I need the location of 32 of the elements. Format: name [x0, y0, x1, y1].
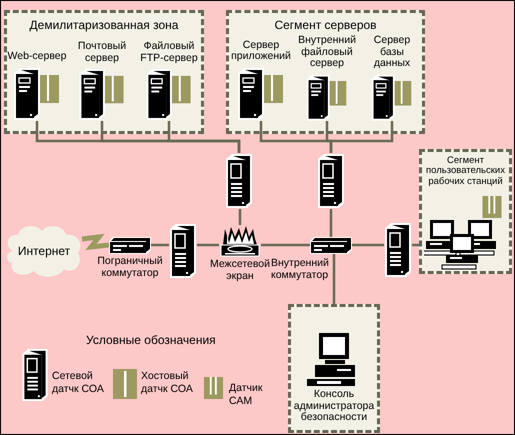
- legend-label: Хостовый датчк СОА: [141, 370, 194, 396]
- network-line: [352, 244, 384, 246]
- legend-label: Сетевой датчк СОА: [52, 370, 105, 396]
- zone-title: Консоль администратора безопасности: [292, 389, 376, 424]
- network-line: [330, 121, 394, 153]
- network-line: [412, 244, 419, 246]
- zone-title: Сегмент серверов: [273, 19, 378, 32]
- zone-title: Демилитаризованная зона: [28, 19, 180, 32]
- network-line: [238, 209, 242, 225]
- zone-box: [226, 10, 425, 134]
- lightning-link: [82, 234, 110, 250]
- server-label: Почтовый сервер: [76, 41, 128, 64]
- network-line: [151, 244, 169, 246]
- network-line: [330, 209, 332, 237]
- network-line: [261, 244, 310, 246]
- device-label: Пограничный коммутатор: [96, 256, 164, 280]
- server-label: Внутренний файловый сервер: [297, 35, 357, 70]
- server-label: Сервер базы данных: [372, 35, 412, 70]
- server-label: Файловый FTP-сервер: [139, 41, 199, 64]
- network-line: [332, 254, 336, 304]
- zone-title: Сегмент пользовательских рабочих станций: [425, 156, 506, 188]
- zone-box: [288, 304, 380, 433]
- cloud-label: Интернет: [18, 244, 70, 258]
- device-label: Внутренний коммутатор: [271, 258, 330, 282]
- zone-box: [4, 10, 204, 134]
- server-label: Сервер приложений: [230, 40, 292, 63]
- network-line: [197, 244, 219, 246]
- network-line: [168, 121, 240, 153]
- legend-title: Условные обозначения: [86, 333, 216, 347]
- server-label: Web-сервер: [8, 51, 66, 63]
- legend-label: Датчик САМ: [229, 382, 264, 408]
- zone-box: [419, 149, 512, 274]
